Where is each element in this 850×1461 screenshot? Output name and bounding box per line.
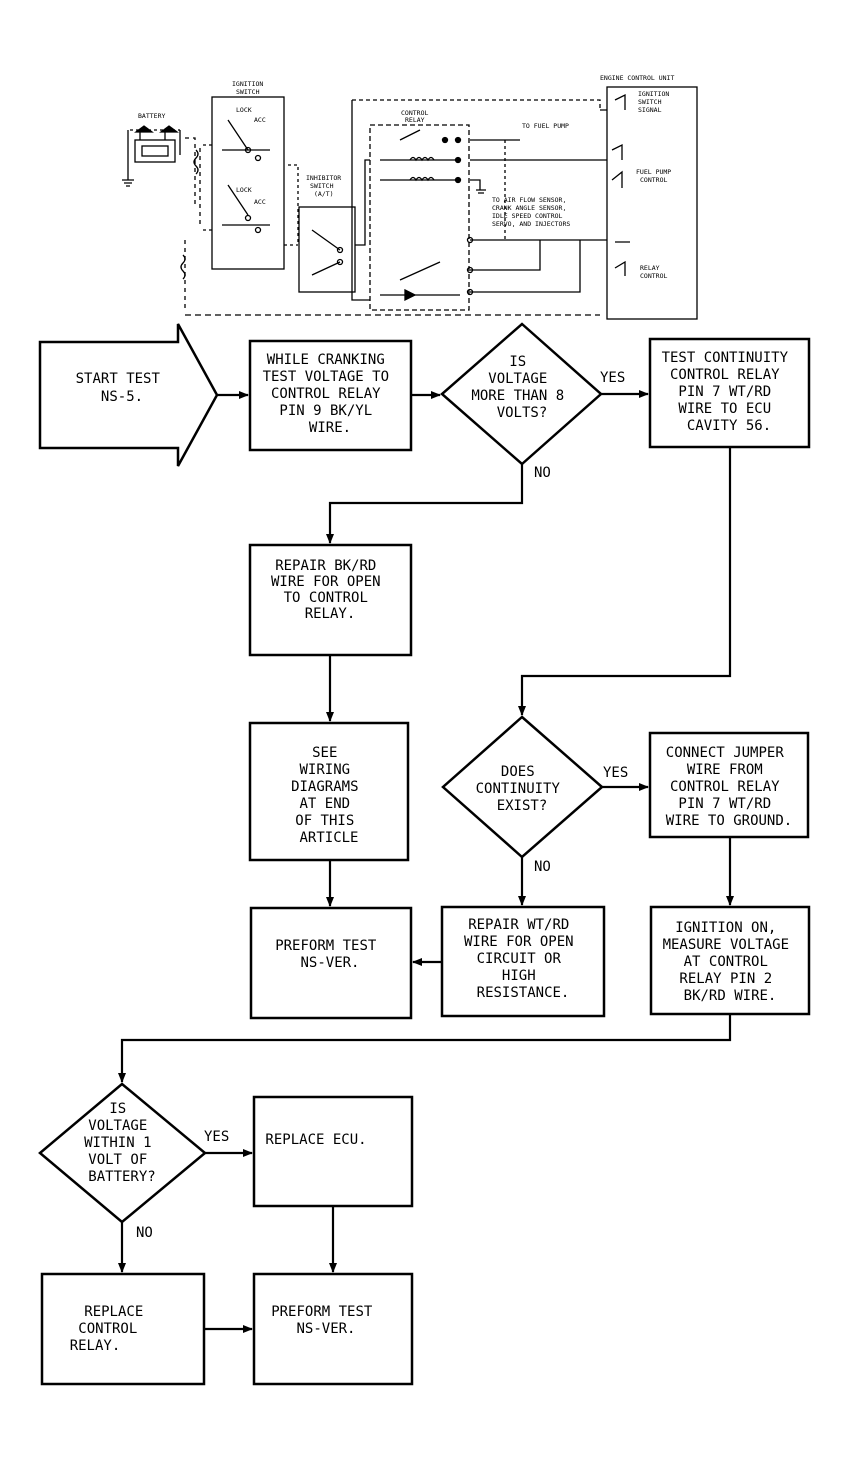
ecu-relay-control-1: RELAY [640,264,660,272]
inhibitor-switch-symbol [298,206,356,293]
edge-labels: YES NO YES NO YES NO [136,370,628,1241]
continuity-exist-text: DOES CONTINUITY EXIST? [476,764,569,814]
connect-jumper-text: CONNECT JUMPER WIRE FROM CONTROL RELAY P… [666,745,792,829]
ignition-on-text: IGNITION ON, MEASURE VOLTAGE AT CONTROL … [663,920,798,1004]
perform2-box [252,1272,414,1386]
connect-jumper-box [648,731,810,839]
arrow-ignition-to-battery [118,1014,732,1083]
ecu-fuel-pump-1: FUEL PUMP [636,168,671,176]
control-relay-symbol [369,124,474,311]
repair-bkrd-text: REPAIR BK/RD WIRE FOR OPEN TO CONTROL RE… [271,558,389,622]
lock-label-2: LOCK [236,186,252,194]
replace-ecu-box [252,1095,414,1208]
see-wiring-text: SEE WIRING DIAGRAMS AT END OF THIS ARTIC… [291,745,367,846]
schematic-labels: BATTERY IGNITION SWITCH LOCK ACC LOCK AC… [138,74,674,280]
ecu-label: ENGINE CONTROL UNIT [600,74,674,82]
perform2-text: PREFORM TEST NS-VER. [271,1304,381,1337]
node-labels: START TEST NS-5. WHILE CRANKING TEST VOL… [70,350,798,1354]
ignition-switch-symbol [200,96,285,270]
ecu-ign-signal-3: SIGNAL [638,106,662,114]
ecu-ign-signal-2: SWITCH [638,98,662,106]
repair-wtrd-text: REPAIR WT/RD WIRE FOR OPEN CIRCUIT OR HI… [464,917,582,1001]
start-text: START TEST NS-5. [76,371,169,405]
cranking-text: WHILE CRANKING TEST VOLTAGE TO CONTROL R… [263,352,398,436]
arrow-volt8-no [326,464,524,544]
control-relay-label-2: RELAY [405,116,425,124]
ecu-fuel-pump-2: CONTROL [640,176,667,184]
to-fuel-pump-label: TO FUEL PUMP [522,122,569,130]
lock-label-1: LOCK [236,106,252,114]
acc-label-1: ACC [254,116,266,124]
control-relay-label-1: CONTROL [401,109,428,117]
no-label-3: NO [136,1225,153,1241]
inhibitor-label-1: INHIBITOR [306,174,341,182]
to-sensors-3: IDLE SPEED CONTROL [492,212,563,220]
no-label-2: NO [534,859,551,875]
perform1-box [249,906,413,1020]
battery-symbol [122,125,181,187]
arrow-continuity-test-down [518,447,732,716]
volt-battery-text: IS VOLTAGE WITHIN 1 VOLT OF BATTERY? [84,1101,160,1185]
battery-label: BATTERY [138,112,165,120]
volt8-text: IS VOLTAGE MORE THAN 8 VOLTS? [471,354,572,421]
ecu-relay-control-2: CONTROL [640,272,667,280]
continuity-test-box [648,337,811,449]
replace-relay-box [40,1272,206,1386]
inhibitor-label-3: (A/T) [314,190,334,198]
wiring-schematic [122,86,698,320]
to-sensors-1: TO AIR FLOW SENSOR, [492,196,566,204]
to-sensors-2: CRANK ANGLE SENSOR, [492,204,566,212]
acc-label-2: ACC [254,198,266,206]
cranking-box [248,339,413,452]
yes-label-1: YES [600,370,625,386]
replace-ecu-text: REPLACE ECU. [265,1132,366,1148]
flow-connectors [118,390,734,1333]
yes-label-3: YES [204,1129,229,1145]
flow-shapes [38,322,811,1386]
repair-bkrd-box [248,543,413,657]
ecu-ign-signal-1: IGNITION [638,90,669,98]
no-label-1: NO [534,465,551,481]
continuity-test-text: TEST CONTINUITY CONTROL RELAY PIN 7 WT/R… [662,350,797,434]
to-sensors-4: SERVO, AND INJECTORS [492,220,570,228]
ignition-switch-label-2: SWITCH [236,88,260,96]
see-wiring-box [248,721,410,862]
replace-relay-text: REPLACE CONTROL RELAY. [70,1304,152,1354]
inhibitor-label-2: SWITCH [310,182,334,190]
yes-label-2: YES [603,765,628,781]
perform1-text: PREFORM TEST NS-VER. [275,938,385,971]
ignition-on-box [649,905,811,1016]
start-arrow-shape [38,323,219,467]
ecu-symbol [606,86,698,320]
ignition-switch-label-1: IGNITION [232,80,263,88]
